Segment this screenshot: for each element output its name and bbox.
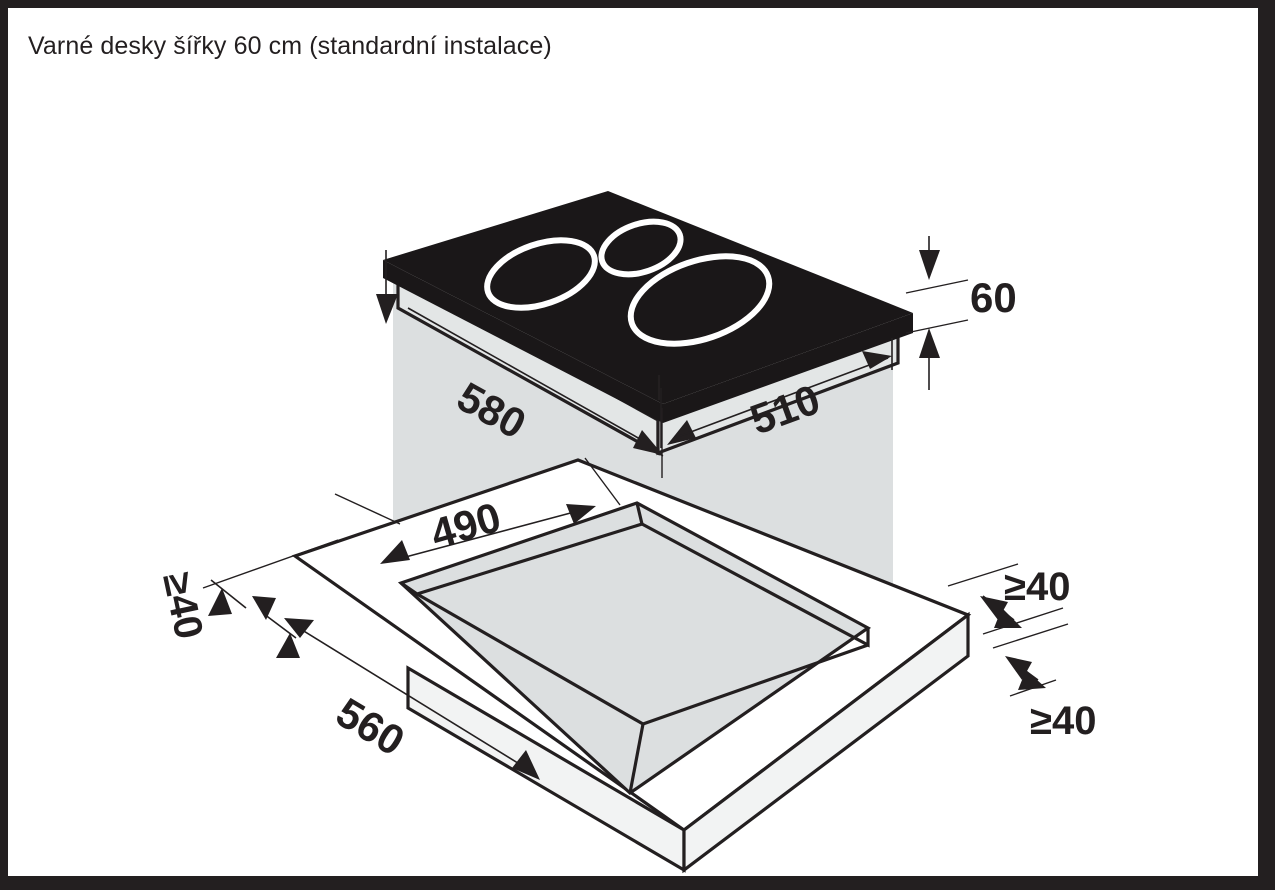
worktop-slab <box>291 458 972 874</box>
cooktop-appliance <box>383 191 913 456</box>
clearance-right-lower: ≥40 <box>992 623 1096 743</box>
clearance-label-left: ≥40 <box>154 569 211 643</box>
burner-large-right-icon <box>627 253 773 347</box>
page-title: Varné desky šířky 60 cm (standardní inst… <box>28 32 552 60</box>
cutout-ledge-rear <box>400 502 644 596</box>
clearance-label-right-upper: ≥40 <box>1004 565 1070 609</box>
dimension-label-60: 60 <box>970 274 1017 321</box>
cooktop-bevel-left <box>383 260 663 423</box>
corner-tick-marks <box>657 375 663 478</box>
cooktop-bevel-right <box>663 313 913 423</box>
burner-medium-left-icon <box>484 237 598 311</box>
worktop-front-right-edge <box>682 611 970 874</box>
cutout-ledge-inner-left <box>416 592 644 726</box>
dimension-label-560: 560 <box>328 688 412 764</box>
cooktop-installation-diagram: 580 510 60 <box>154 191 1096 874</box>
diagram-canvas: Varné desky šířky 60 cm (standardní inst… <box>8 8 1258 876</box>
cutout-ledge-front <box>628 723 645 794</box>
cutout-ledge-inner-right <box>642 643 869 726</box>
clearance-right-upper: ≥40 <box>947 563 1070 635</box>
burner-small-rear-icon <box>598 218 684 278</box>
dimension-60: 60 <box>905 236 1017 390</box>
clearance-label-right-lower: ≥40 <box>1030 699 1096 743</box>
cooktop-glass-top <box>383 191 913 404</box>
